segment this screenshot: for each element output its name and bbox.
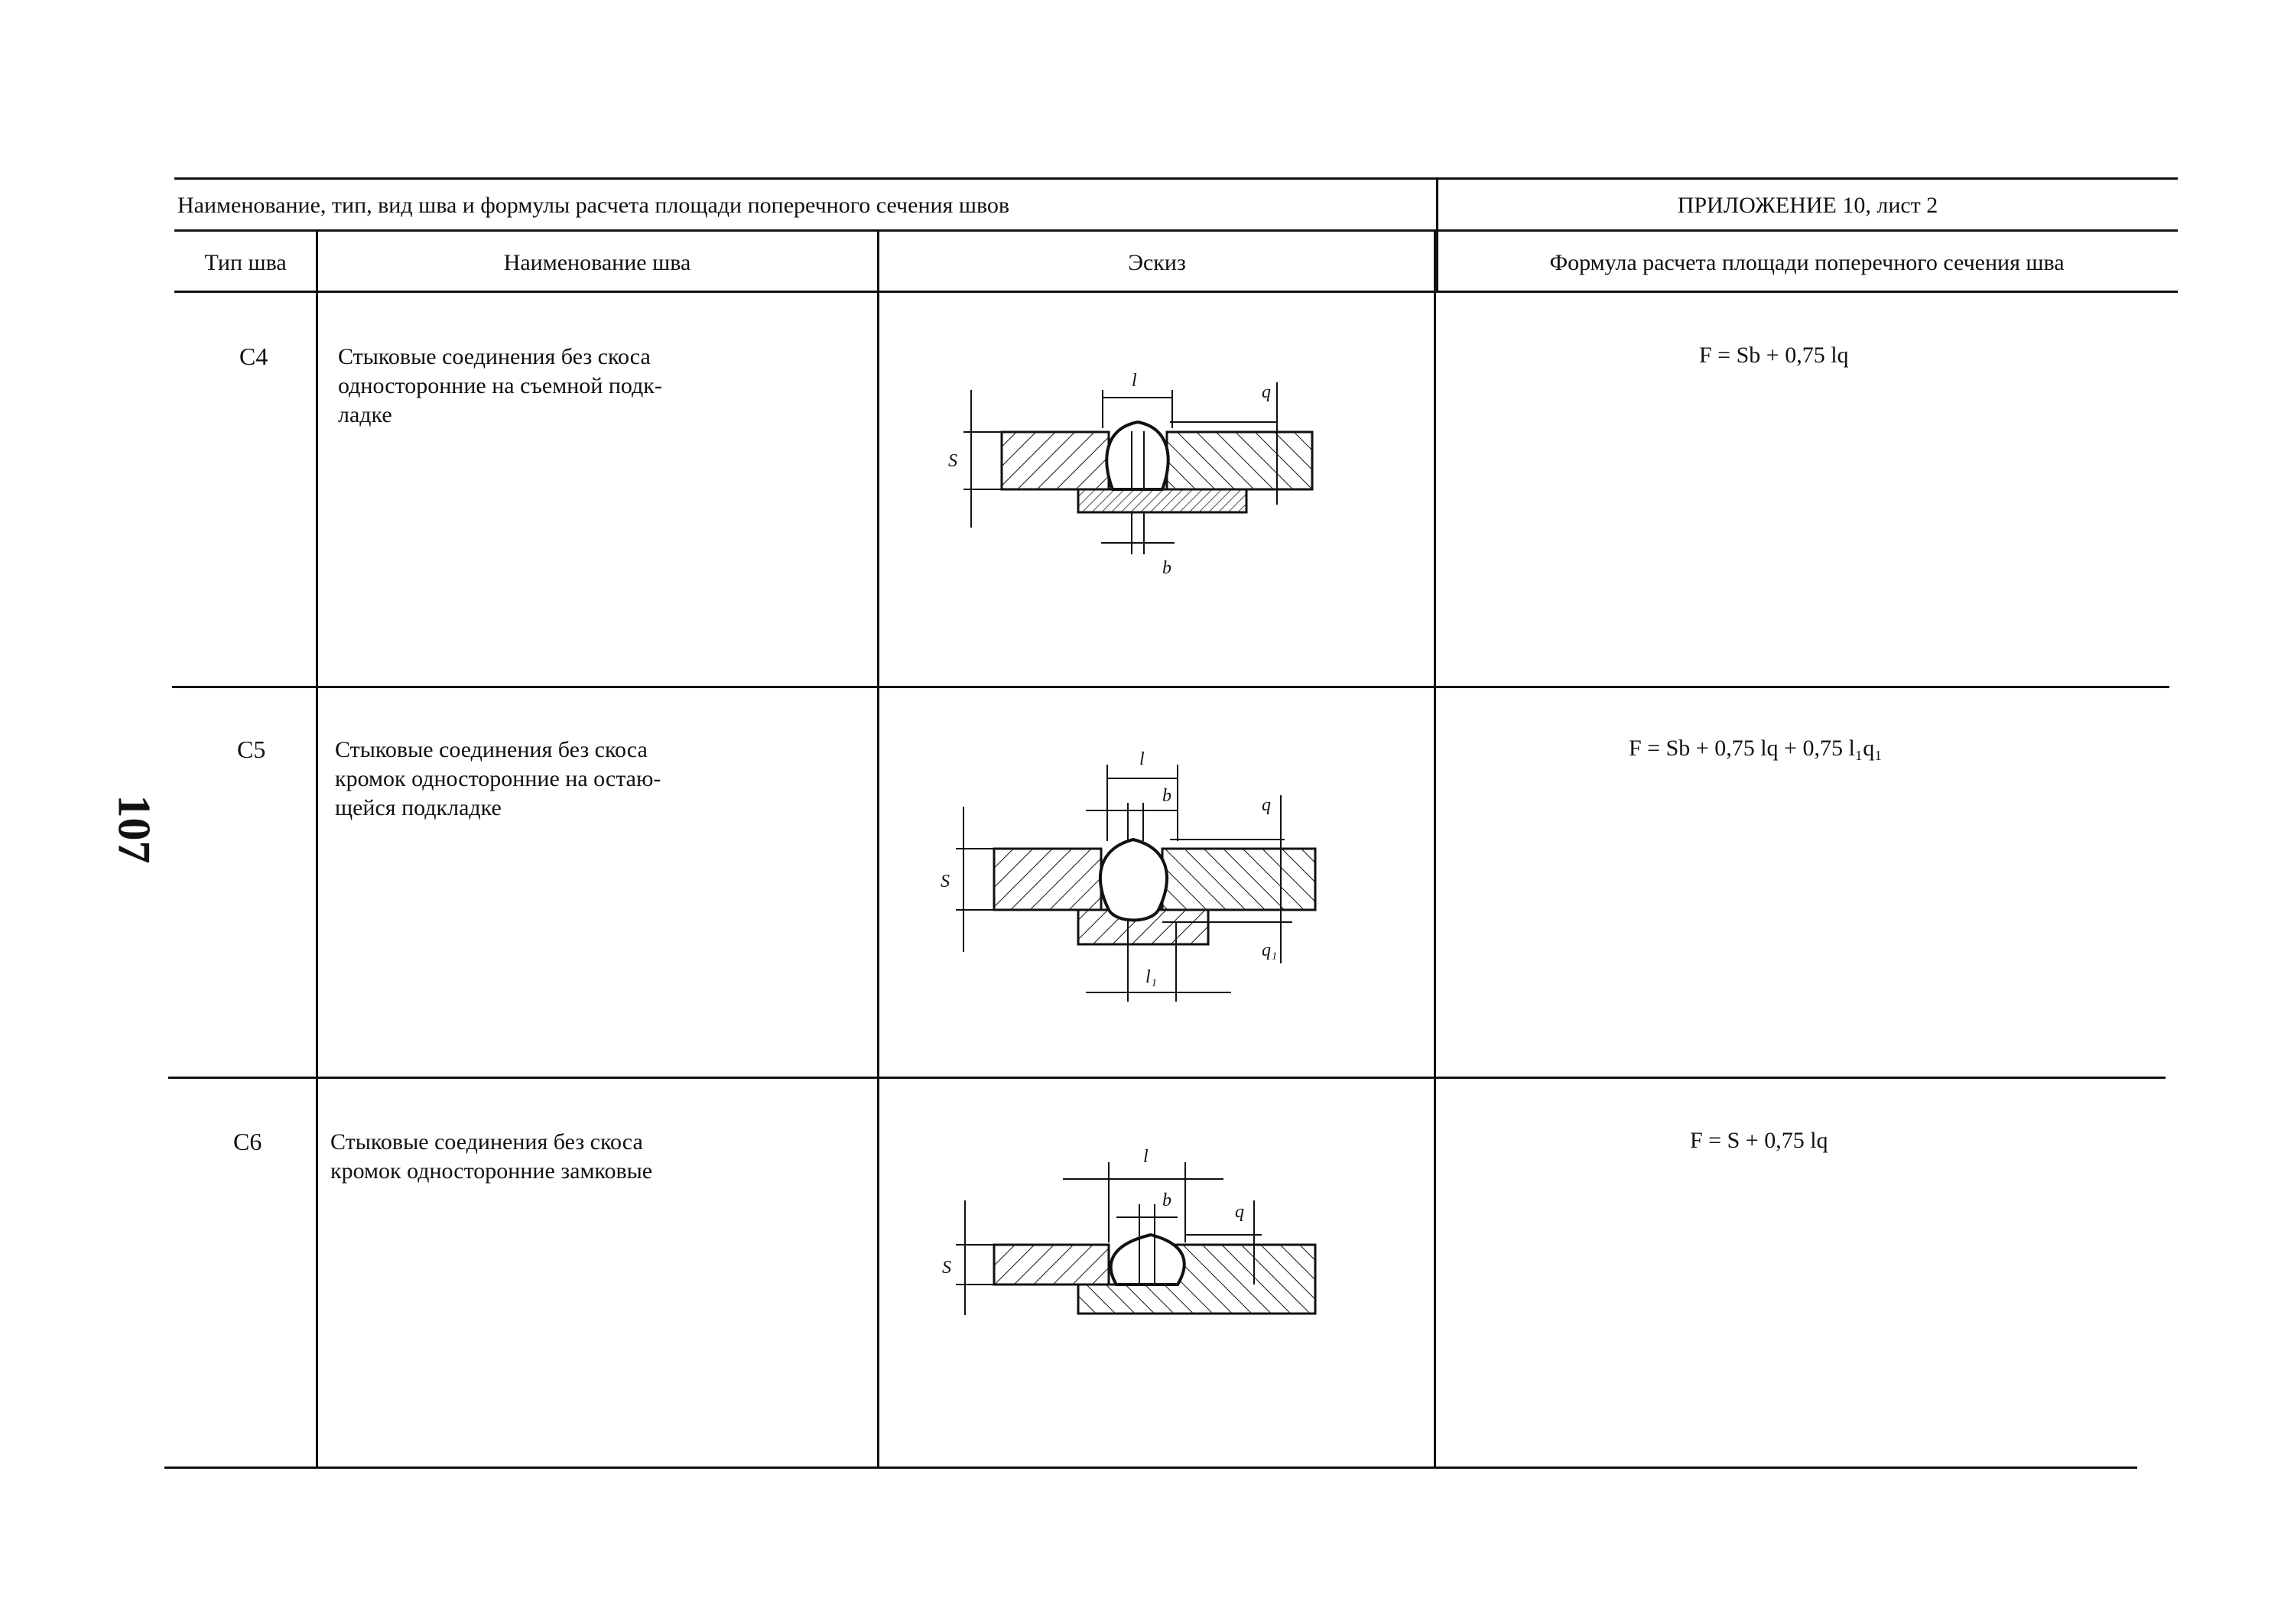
dim-label-s: S <box>941 872 950 892</box>
header-divider <box>174 229 2178 232</box>
dim-label-q: q <box>1235 1202 1244 1222</box>
right-plate <box>1165 430 1314 491</box>
column-header-name: Наименование шва <box>503 250 691 275</box>
appendix-label: ПРИЛОЖЕНИЕ 10, лист 2 <box>1677 193 1938 218</box>
table-bottom-border <box>164 1466 2137 1469</box>
left-plate <box>1000 430 1110 491</box>
weld-sketch-c6: S l b q <box>942 1147 1317 1315</box>
left-plate <box>993 1243 1110 1286</box>
col-divider-2 <box>877 229 879 1468</box>
weld-bead <box>1109 1233 1186 1286</box>
row-divider-1 <box>172 686 2169 688</box>
col-divider-1 <box>316 229 318 1468</box>
weld-sketch-c5: S l b q q₁ l₁ <box>941 749 1317 1002</box>
table-title: Наименование, тип, вид шва и формулы рас… <box>177 193 1010 218</box>
row-code: С5 <box>237 736 266 763</box>
weld-sketch-c4: S l q b <box>948 371 1314 578</box>
row-name-line: кромок односторонние на остаю- <box>335 766 661 791</box>
left-plate <box>993 847 1103 911</box>
row-formula: F = Sb + 0,75 lq <box>1699 343 1849 368</box>
row-formula: F = S + 0,75 lq <box>1690 1128 1828 1153</box>
column-header-divider <box>174 291 2178 293</box>
page-number: 107 <box>109 794 160 864</box>
dim-label-s: S <box>948 451 957 471</box>
row-name-line: щейся подкладке <box>335 795 502 820</box>
row-name-line: Стыковые соединения без скоса <box>338 344 651 369</box>
weld-bead <box>1105 420 1170 491</box>
row-name-line: Стыковые соединения без скоса <box>330 1129 643 1155</box>
dim-label-b: b <box>1162 558 1171 578</box>
dim-label-s: S <box>942 1258 951 1278</box>
row-name: Стыковые соединения без скоса кромок одн… <box>330 1128 652 1186</box>
row-code: С6 <box>233 1128 262 1155</box>
row-name-line: кромок односторонние замковые <box>330 1158 653 1184</box>
dim-label-b: b <box>1162 1190 1171 1210</box>
dim-label-l: l <box>1132 371 1137 391</box>
column-header-formula: Формула расчета площади поперечного сече… <box>1549 250 2065 275</box>
dim-label-q1: q₁ <box>1262 940 1277 960</box>
row-formula: F = Sb + 0,75 lq + 0,75 l₁q₁ <box>1629 736 1883 761</box>
row-code: С4 <box>239 343 268 370</box>
dim-label-l1: l₁ <box>1145 967 1157 987</box>
backing-strip <box>1077 488 1248 514</box>
column-header-type: Тип шва <box>204 250 287 275</box>
table-top-border <box>174 177 2178 180</box>
weld-bead <box>1098 837 1168 922</box>
header-vertical-divider <box>1436 177 1438 292</box>
column-header-sketch: Эскиз <box>1128 250 1186 275</box>
row-name-line: ладке <box>338 402 392 427</box>
row-name-line: Стыковые соединения без скоса <box>335 737 648 762</box>
row-name: Стыковые соединения без скоса односторон… <box>338 343 662 430</box>
dim-label-b: b <box>1162 786 1171 806</box>
right-plate <box>1161 847 1317 911</box>
row-name-line: односторонние на съемной подк- <box>338 373 662 398</box>
col-divider-3 <box>1434 229 1436 1468</box>
row-divider-2 <box>168 1077 2166 1079</box>
dim-label-q: q <box>1262 795 1271 815</box>
dim-label-l: l <box>1139 749 1145 769</box>
dim-label-q: q <box>1262 382 1271 402</box>
row-name: Стыковые соединения без скоса кромок одн… <box>335 736 661 823</box>
dim-label-l: l <box>1143 1147 1149 1167</box>
